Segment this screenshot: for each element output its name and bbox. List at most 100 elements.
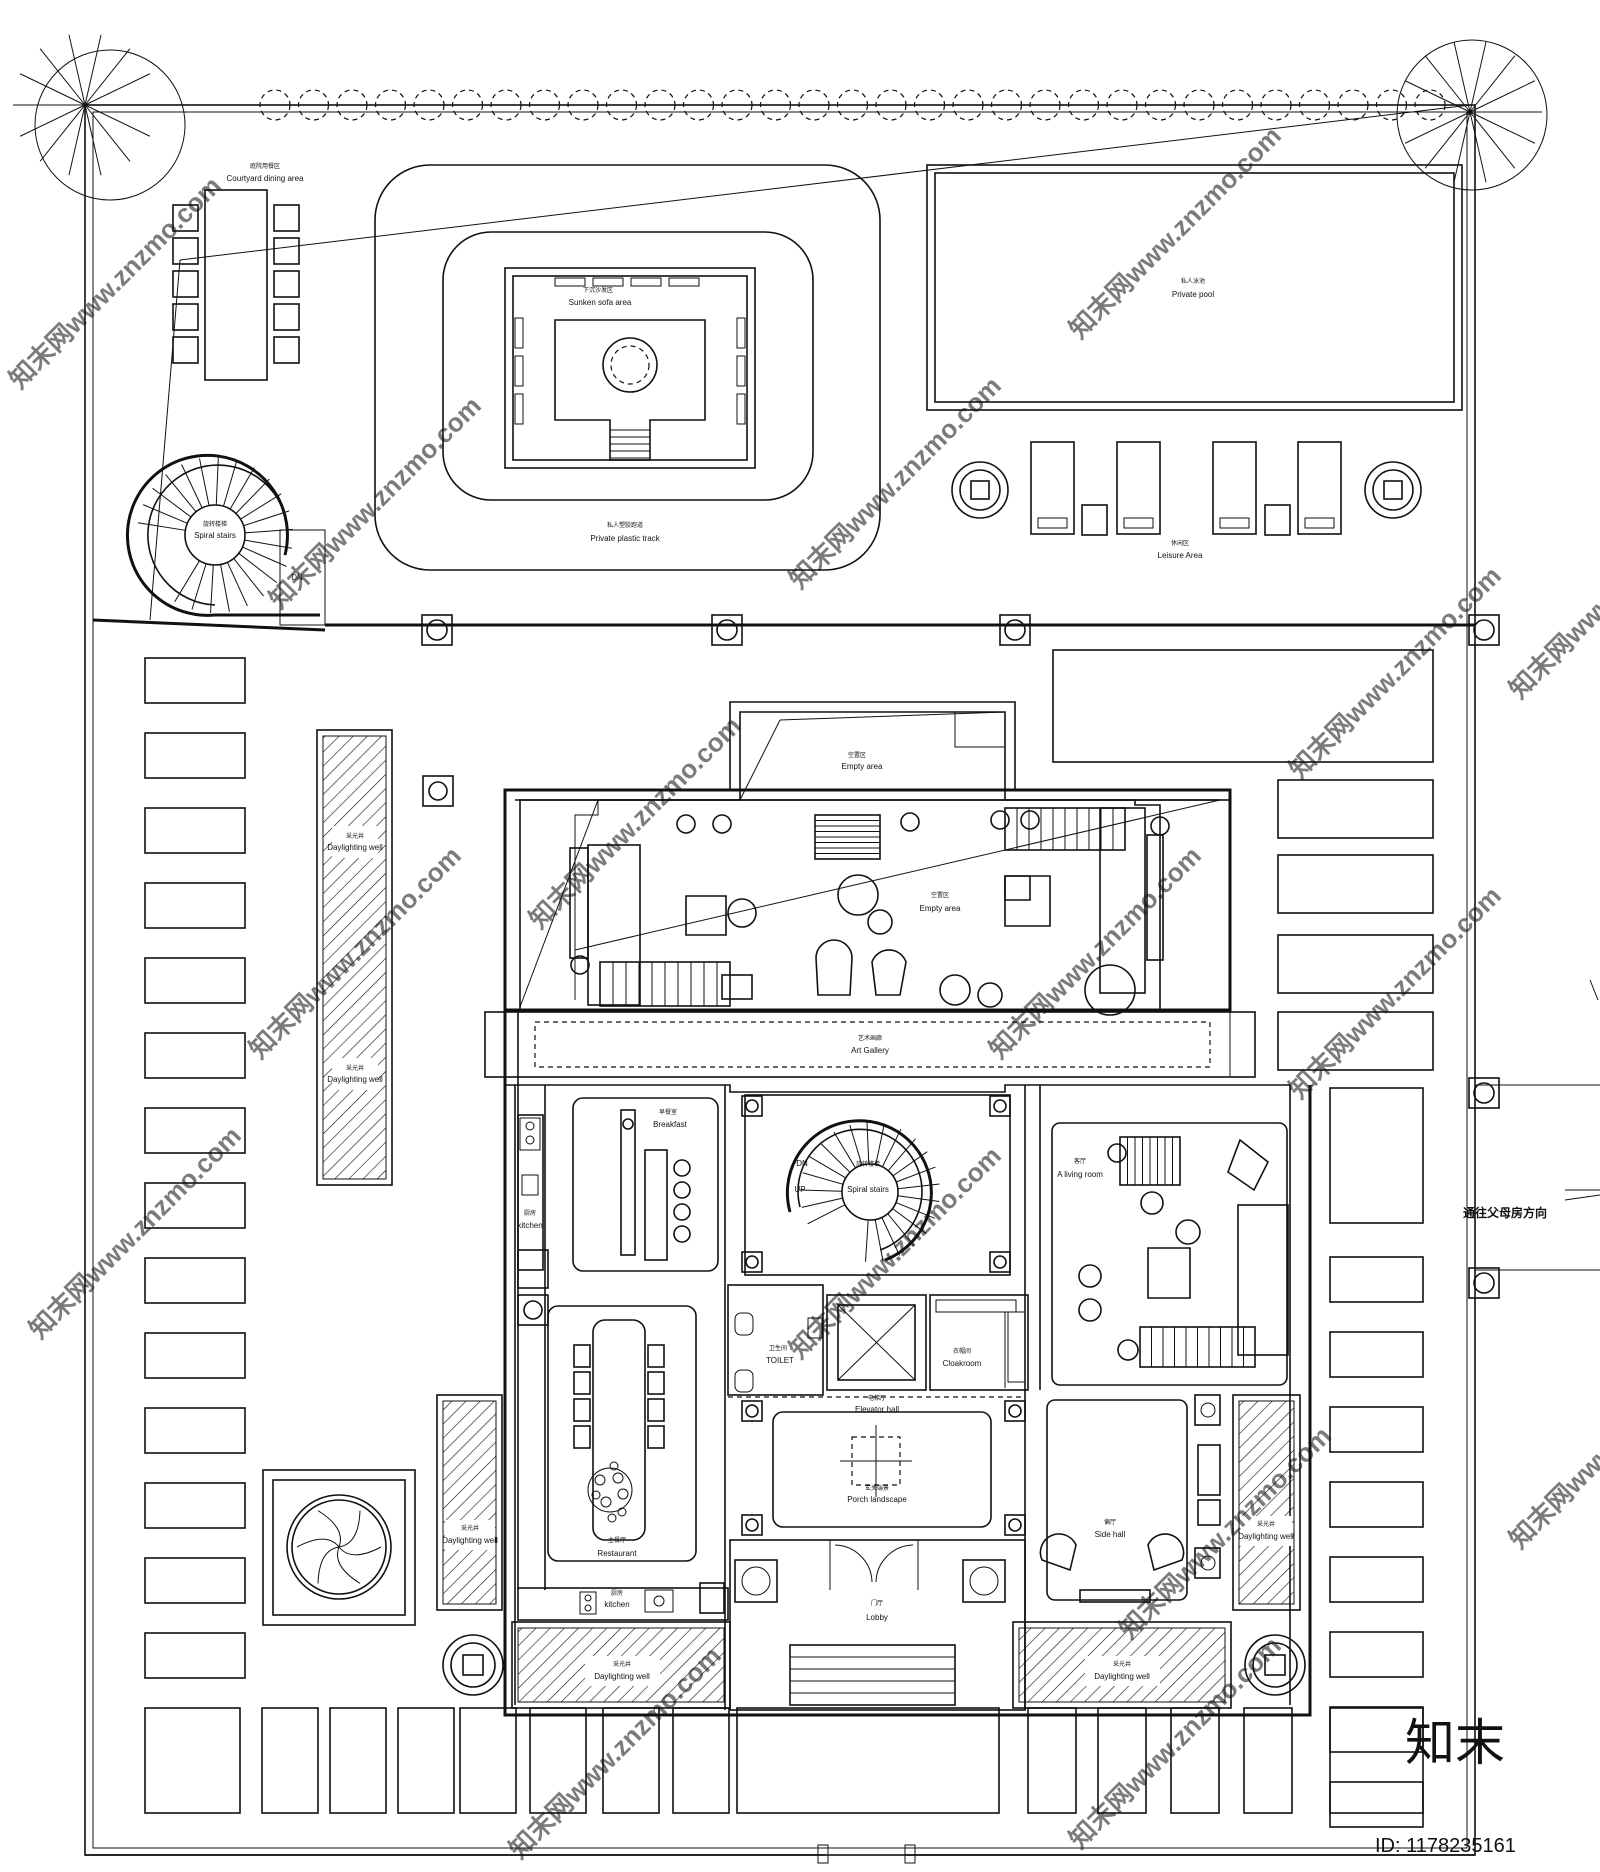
stair-tread	[244, 539, 292, 549]
tree-icon	[644, 89, 676, 121]
parking-bottom	[144, 1707, 1424, 1814]
parking-bay	[261, 1707, 319, 1814]
planter-icon	[951, 461, 1009, 519]
column-core	[1004, 619, 1026, 641]
sofa-top-icon	[514, 277, 746, 425]
tree-icon	[759, 89, 792, 121]
fan-blade	[338, 1510, 361, 1548]
svg-text:采光井: 采光井	[1113, 1660, 1131, 1668]
column-icon	[1004, 1400, 1026, 1422]
chair-icon	[172, 237, 199, 265]
daylighting-well-long: 采光井 Daylighting well 采光井 Daylighting wel…	[316, 729, 393, 1186]
stairs-upper-left	[599, 961, 731, 1007]
watermark-image-id: ID: 1178235161	[1375, 1835, 1516, 1857]
leisure-area: 休闲区 Leisure Area	[951, 441, 1422, 560]
right-side-bracket	[817, 979, 1599, 1864]
tree-branch	[84, 73, 151, 106]
parking-bay	[1329, 1631, 1424, 1678]
chair-icon	[647, 1344, 665, 1368]
stair-tread	[242, 546, 287, 567]
column-icon	[1468, 1077, 1500, 1109]
stair-tread	[801, 1197, 843, 1208]
stair-tread	[165, 474, 197, 513]
stair-tread	[238, 552, 278, 584]
corner-tree-left-icon	[13, 34, 186, 201]
tree-icon	[1414, 89, 1446, 121]
column-core	[993, 1099, 1007, 1113]
tree-branch	[39, 104, 86, 162]
porch-landscape-label: Porch landscape	[847, 1495, 907, 1504]
chair-icon	[273, 237, 300, 265]
column-icon	[989, 1095, 1011, 1117]
parking-bay	[144, 1482, 246, 1529]
kitchen-1-label: kitchen	[517, 1221, 542, 1230]
stair-tread	[887, 1138, 916, 1172]
planter-pot	[970, 480, 990, 500]
parking-bay	[459, 1707, 517, 1814]
outdoor-spiral-stairs: 旋转楼梯 Spiral stairs DN	[125, 453, 326, 626]
svg-text:玄关端景: 玄关端景	[865, 1484, 889, 1492]
elevator-hall: 电梯厅 Elevator hall	[855, 1394, 899, 1414]
tree-icon	[1221, 89, 1254, 121]
column-core	[1473, 1082, 1495, 1104]
stair-tread	[181, 464, 203, 509]
toilet-label: TOILET	[766, 1356, 794, 1365]
stair-tread	[897, 1183, 940, 1190]
column-core	[745, 1518, 759, 1532]
svg-text:旋转楼梯: 旋转楼梯	[856, 1160, 880, 1168]
tree-branch	[68, 34, 86, 106]
planter-icon	[1364, 461, 1422, 519]
column-icon	[421, 614, 453, 646]
svg-text:厨房: 厨房	[611, 1589, 623, 1597]
chair-icon	[273, 303, 300, 331]
svg-text:空置区: 空置区	[931, 891, 949, 899]
stair-tread	[819, 1142, 851, 1173]
parking-bay	[144, 882, 246, 929]
lounger-icon	[1116, 441, 1161, 535]
tree-row	[259, 89, 1446, 121]
parking-bay	[144, 807, 246, 854]
stair-tread	[220, 564, 230, 612]
chair-icon	[273, 204, 300, 232]
svg-text:私人泳池: 私人泳池	[1181, 277, 1205, 285]
svg-text:采光井: 采光井	[346, 1064, 364, 1072]
stair-tread	[800, 1189, 843, 1192]
interior-columns	[741, 1095, 1026, 1536]
tree-branch	[84, 104, 131, 162]
boundary-columns	[421, 614, 1500, 1299]
parking-bay	[736, 1707, 1000, 1814]
porch-landscape: 玄关端景 Porch landscape	[772, 1411, 992, 1528]
kitchen-1: 厨房 kitchen	[517, 1114, 549, 1326]
svg-text:客厅: 客厅	[1074, 1157, 1086, 1165]
tree-icon	[1337, 89, 1369, 121]
column-icon	[999, 614, 1031, 646]
tree-icon	[1375, 89, 1408, 121]
planter-inner	[959, 469, 1001, 511]
tree-icon	[1260, 89, 1292, 121]
tree-branch	[1469, 55, 1516, 113]
column-core	[993, 1255, 1007, 1269]
watermark-text	[1283, 560, 1507, 785]
column-core	[1008, 1518, 1022, 1532]
tree-branch	[84, 48, 131, 106]
tree-icon	[990, 89, 1023, 121]
tree-branch	[1404, 111, 1471, 144]
living-room-label: A living room	[1057, 1170, 1103, 1179]
stair-tread	[881, 1128, 902, 1168]
tree-icon	[413, 89, 445, 121]
tree-icon	[528, 89, 561, 121]
stair-tread	[240, 493, 282, 520]
plant-icon	[587, 1461, 633, 1523]
parking-bay	[144, 1557, 246, 1604]
stair-tread	[849, 1124, 863, 1166]
watermark-text	[3, 170, 227, 395]
chair-icon	[273, 270, 300, 298]
fan-blade	[338, 1546, 382, 1556]
tree-icon	[605, 89, 638, 121]
tree-branch	[1453, 111, 1471, 183]
column-icon	[741, 1095, 763, 1117]
svg-text:休闲区: 休闲区	[1171, 539, 1189, 547]
parking-bay	[1329, 1781, 1424, 1828]
lounger-headrest	[1304, 517, 1335, 529]
svg-text:衣帽间: 衣帽间	[953, 1347, 971, 1355]
